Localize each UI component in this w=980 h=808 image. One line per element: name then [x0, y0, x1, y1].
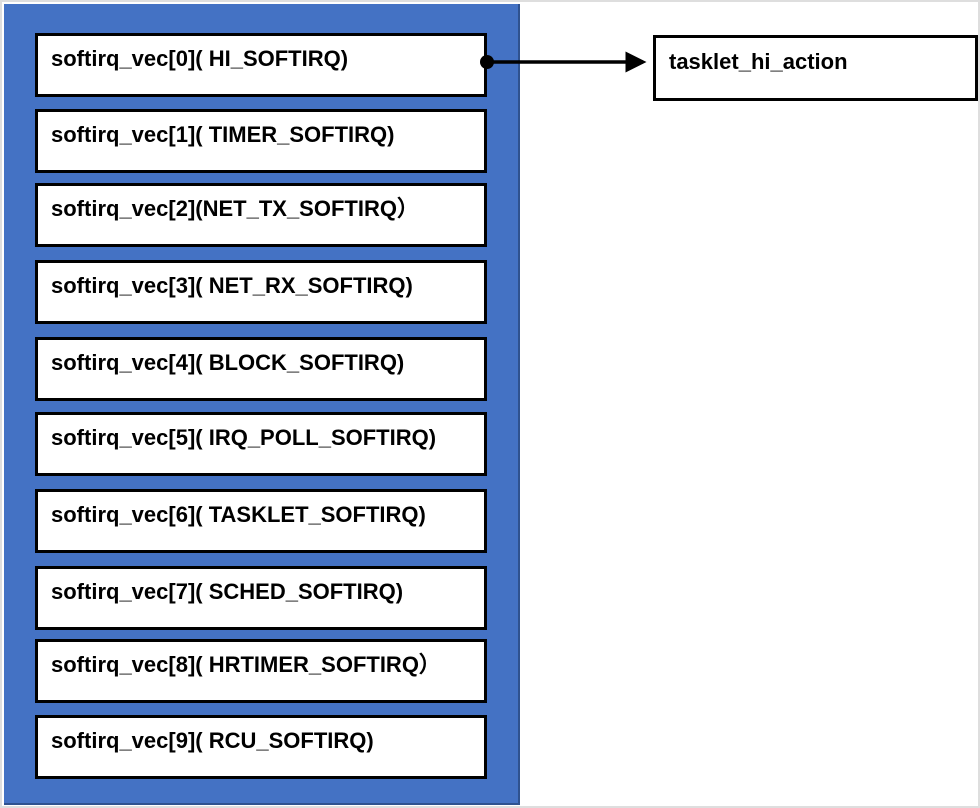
softirq-vec-entry-9[interactable]: softirq_vec[9]( RCU_SOFTIRQ) [35, 715, 487, 779]
softirq-vec-entry-5[interactable]: softirq_vec[5]( IRQ_POLL_SOFTIRQ) [35, 412, 487, 476]
softirq-vec-entry-1[interactable]: softirq_vec[1]( TIMER_SOFTIRQ) [35, 109, 487, 173]
softirq-vec-entry-2[interactable]: softirq_vec[2](NET_TX_SOFTIRQ） [35, 183, 487, 247]
softirq-vec-entry-4[interactable]: softirq_vec[4]( BLOCK_SOFTIRQ) [35, 337, 487, 401]
softirq-vec-entry-8[interactable]: softirq_vec[8]( HRTIMER_SOFTIRQ） [35, 639, 487, 703]
handler-box-tasklet-hi-action[interactable]: tasklet_hi_action [653, 35, 978, 101]
softirq-vec-entry-6[interactable]: softirq_vec[6]( TASKLET_SOFTIRQ) [35, 489, 487, 553]
softirq-vec-entry-0[interactable]: softirq_vec[0]( HI_SOFTIRQ) [35, 33, 487, 97]
softirq-vec-entry-3[interactable]: softirq_vec[3]( NET_RX_SOFTIRQ) [35, 260, 487, 324]
softirq-vec-entry-7[interactable]: softirq_vec[7]( SCHED_SOFTIRQ) [35, 566, 487, 630]
